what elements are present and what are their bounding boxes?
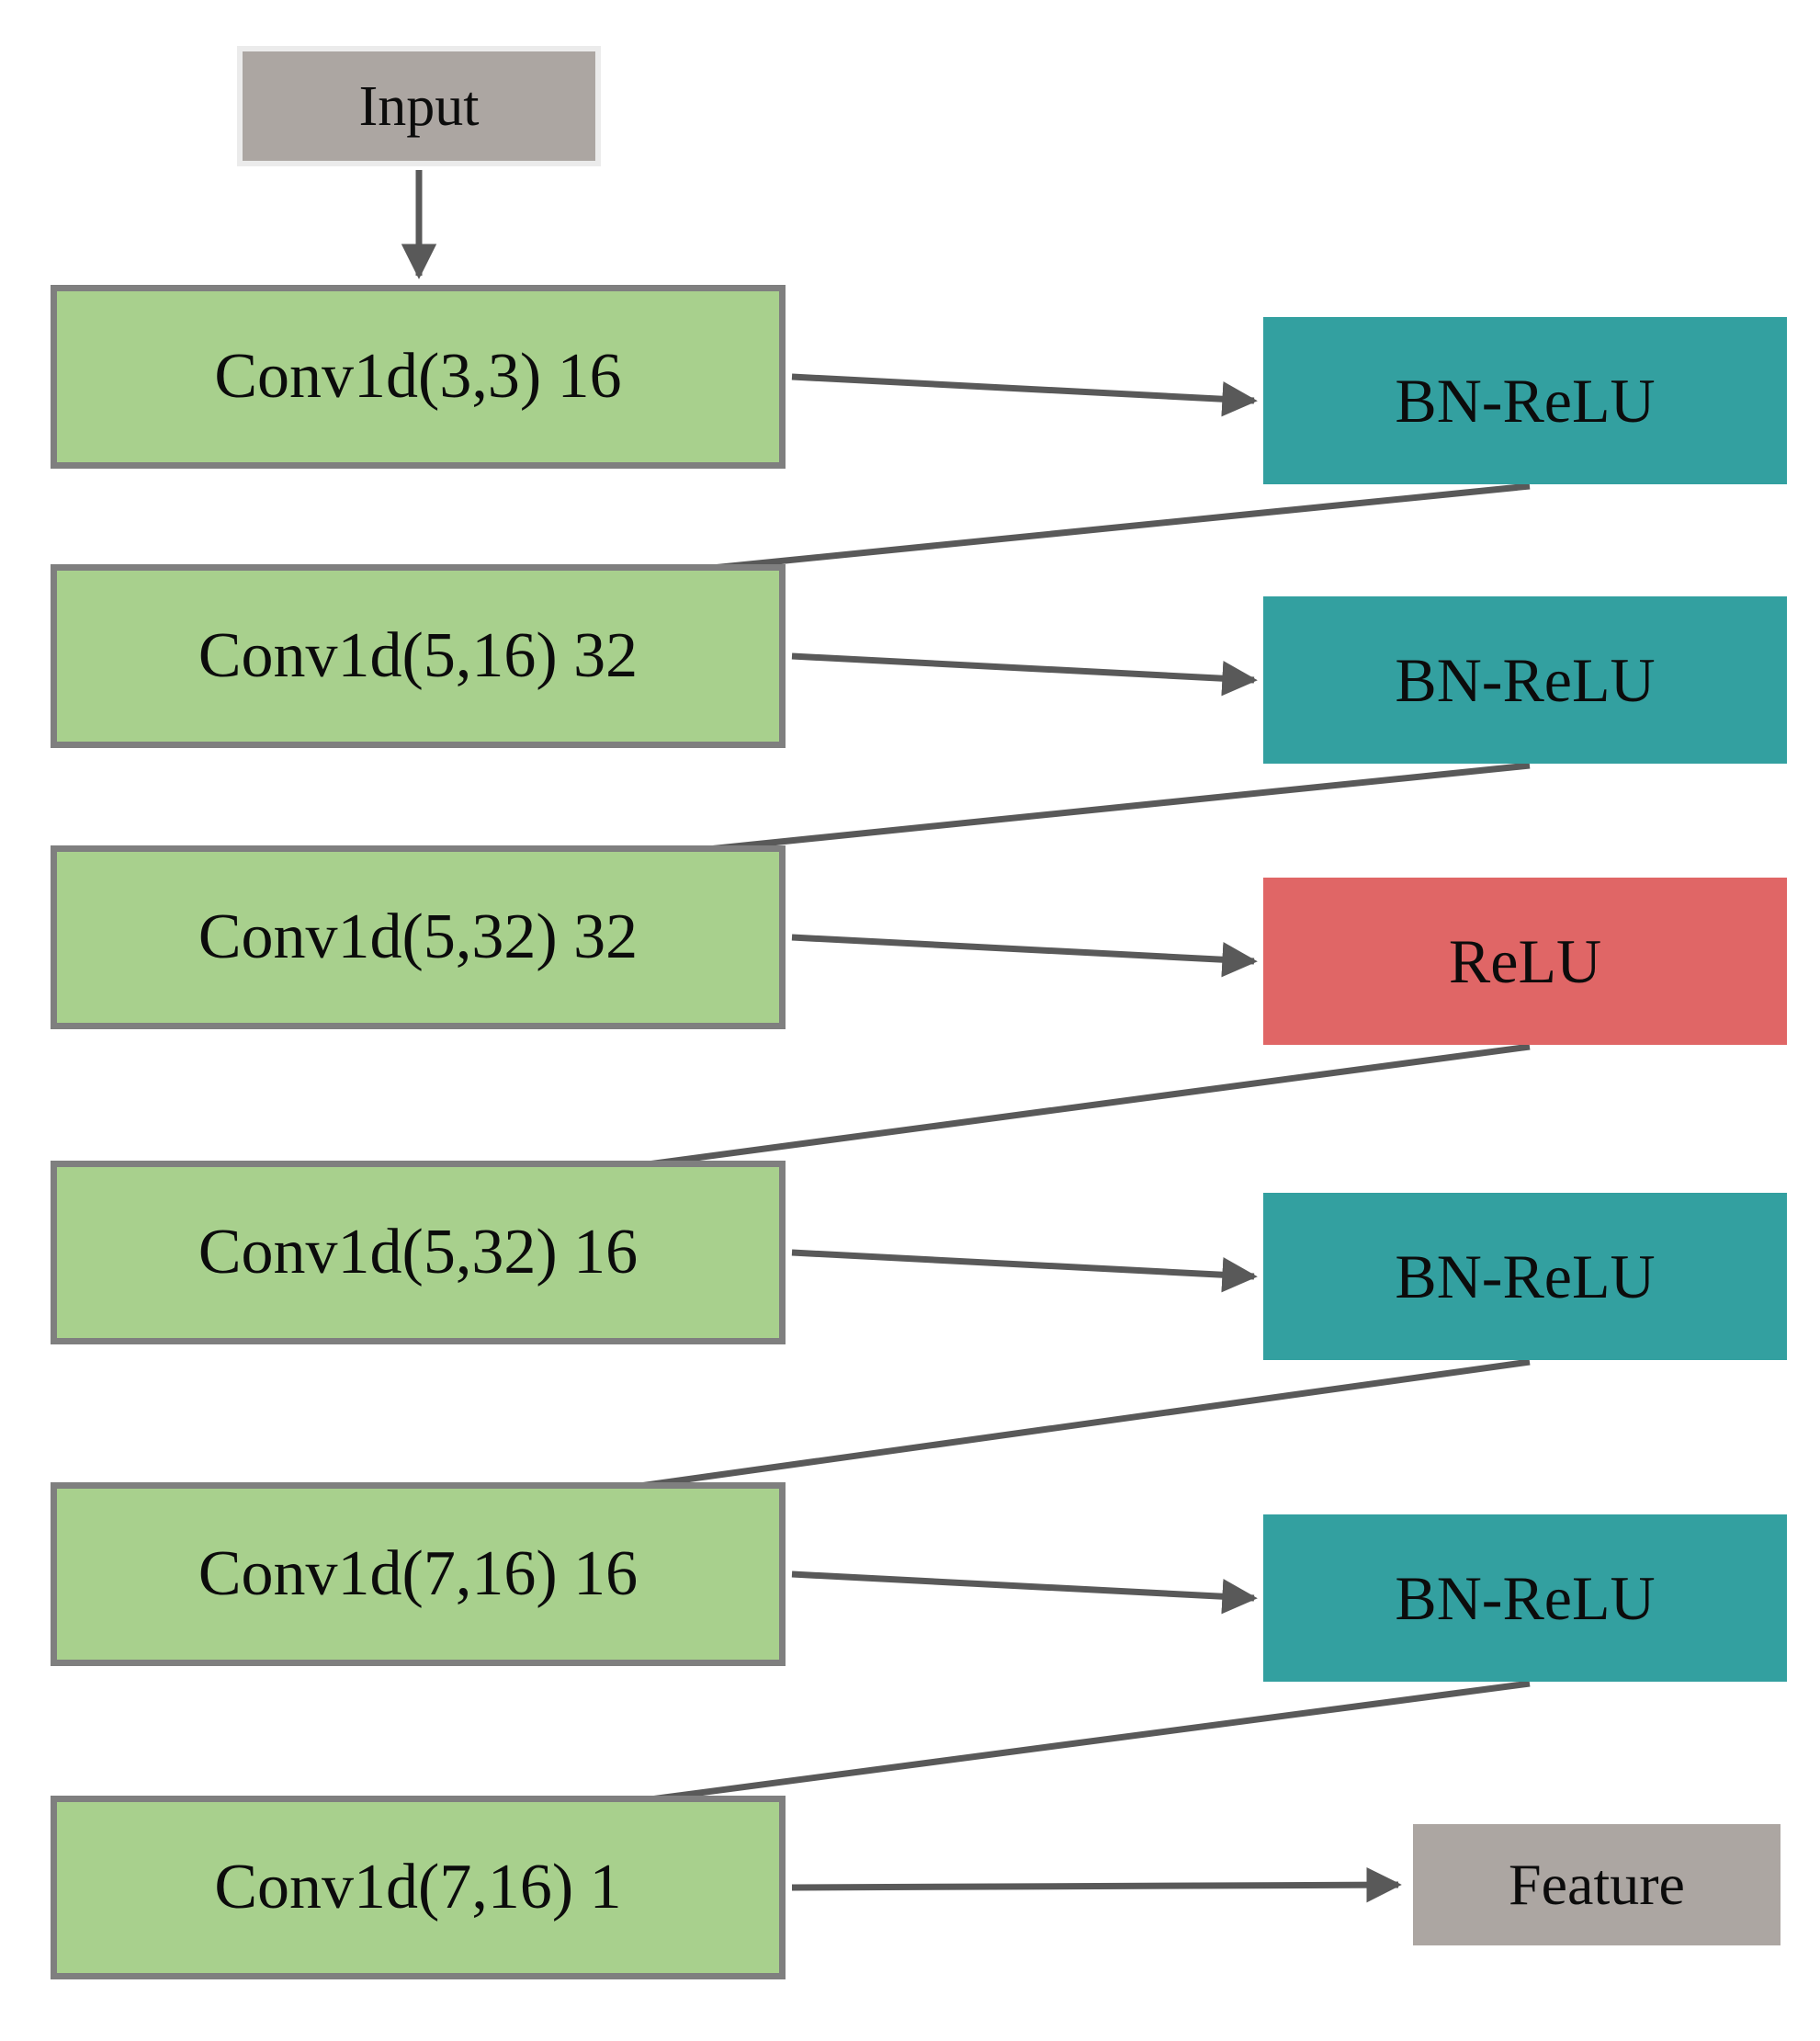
node-conv3: Conv1d(5,32) 32 — [51, 845, 786, 1029]
arrow-conv1-to-bnrelu1 — [791, 373, 1258, 417]
arrow-conv6-to-feature — [791, 1866, 1402, 1903]
node-bnrelu1: BN-ReLU — [1263, 317, 1787, 484]
node-conv2-label: Conv1d(5,16) 32 — [198, 620, 639, 691]
arrow-conv5-to-bnrelu4 — [791, 1570, 1258, 1615]
node-relu: ReLU — [1263, 878, 1787, 1045]
node-input-label: Input — [358, 74, 480, 138]
node-conv3-label: Conv1d(5,32) 32 — [198, 901, 639, 972]
node-bnrelu4-label: BN-ReLU — [1395, 1563, 1656, 1633]
node-conv6: Conv1d(7,16) 1 — [51, 1796, 786, 1979]
node-conv4-label: Conv1d(5,32) 16 — [198, 1217, 639, 1287]
node-conv5: Conv1d(7,16) 16 — [51, 1482, 786, 1666]
arrow-conv3-to-relu — [791, 934, 1258, 978]
node-bnrelu3-label: BN-ReLU — [1395, 1242, 1656, 1311]
node-feature-label: Feature — [1509, 1852, 1685, 1917]
node-conv1-label: Conv1d(3,3) 16 — [214, 341, 622, 412]
node-conv6-label: Conv1d(7,16) 1 — [214, 1852, 622, 1922]
node-bnrelu1-label: BN-ReLU — [1395, 366, 1656, 436]
node-conv5-label: Conv1d(7,16) 16 — [198, 1538, 639, 1609]
node-conv1: Conv1d(3,3) 16 — [51, 285, 786, 469]
node-input: Input — [237, 46, 601, 166]
node-bnrelu2-label: BN-ReLU — [1395, 645, 1656, 715]
node-relu-label: ReLU — [1448, 926, 1602, 996]
node-bnrelu3: BN-ReLU — [1263, 1193, 1787, 1360]
node-conv4: Conv1d(5,32) 16 — [51, 1161, 786, 1344]
node-feature: Feature — [1413, 1824, 1780, 1945]
node-bnrelu4: BN-ReLU — [1263, 1514, 1787, 1682]
arrow-conv2-to-bnrelu2 — [791, 652, 1258, 697]
node-bnrelu2: BN-ReLU — [1263, 596, 1787, 764]
arrow-conv4-to-bnrelu3 — [791, 1249, 1258, 1293]
node-conv2: Conv1d(5,16) 32 — [51, 564, 786, 748]
